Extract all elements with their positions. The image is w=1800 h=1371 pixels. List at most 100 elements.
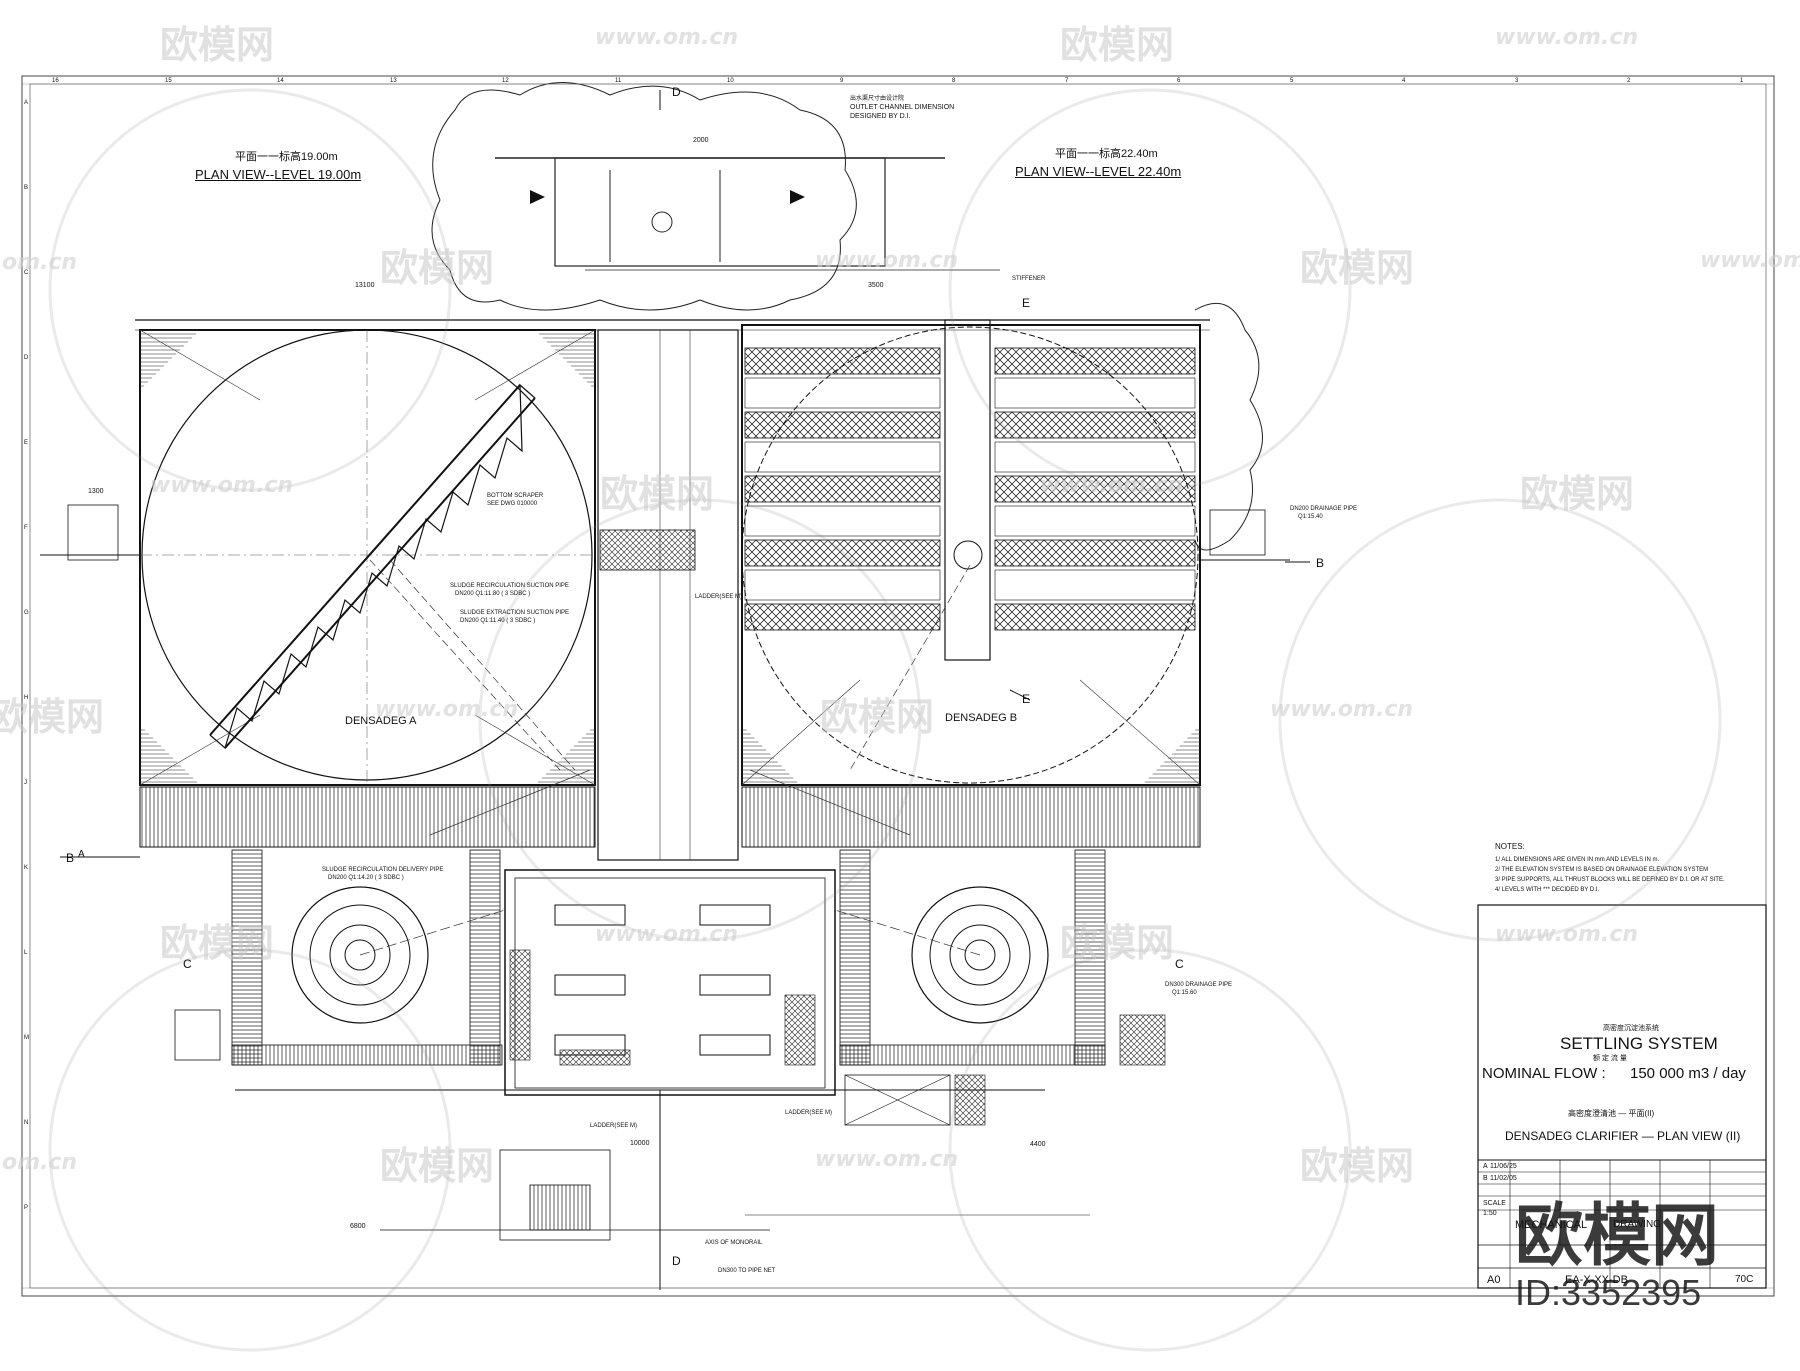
grid-ref: 15 <box>165 78 172 84</box>
discipline: MECHANICAL <box>1515 1219 1588 1231</box>
callout-sludge-del-2: DN200 Q1:14.20 ( 3 SDBC ) <box>328 875 404 881</box>
grid-ref: F <box>24 525 28 531</box>
grid-ref: 2 <box>1627 78 1631 84</box>
watermark-url: www.om.cn <box>595 922 739 947</box>
note-line: 1/ ALL DIMENSIONS ARE GIVEN IN mm AND LE… <box>1495 857 1660 863</box>
grid-ref: B <box>24 185 29 191</box>
watermark-url: www.om.cn <box>1495 25 1639 50</box>
dim-13100: 13100 <box>355 282 375 289</box>
watermark-url: www.om.cn <box>815 1147 959 1172</box>
grid-ref: C <box>24 270 29 276</box>
title-view: DENSADEG CLARIFIER — PLAN VIEW (II) <box>1505 1129 1741 1143</box>
dim-6800: 6800 <box>350 1223 366 1230</box>
central-channel <box>597 329 739 861</box>
grid-ref: G <box>24 610 29 616</box>
dim-10000: 10000 <box>630 1140 650 1147</box>
callout-bottom-scraper-2: SEE DWG 010000 <box>487 501 538 507</box>
outlet-callout-2: DESIGNED BY D.I. <box>850 113 911 120</box>
callout-drainage-1: DN300 DRAINAGE PIPE <box>1165 982 1233 988</box>
section-mark-b-left: B <box>66 851 75 865</box>
note-line: 3/ PIPE SUPPORTS, ALL THRUST BLOCKS WILL… <box>1495 877 1725 883</box>
callout-sludge-rec-2: DN200 Q1:11.80 ( 3 SDBC ) <box>455 591 531 597</box>
grid-ref: H <box>24 695 29 701</box>
right-view-title: PLAN VIEW--LEVEL 22.40m <box>1015 164 1182 179</box>
watermark-brand: 欧模网 <box>1300 1146 1415 1188</box>
tank-a <box>139 329 596 786</box>
watermark-url: www.om.cn <box>595 25 739 50</box>
grid-ref: A <box>24 100 29 106</box>
walkway-right <box>741 786 1201 848</box>
title-view-cn: 高密度澄清池 — 平面(II) <box>1568 1109 1655 1118</box>
rev-b: B <box>1483 1175 1488 1182</box>
bottom-scraper-truss <box>209 383 536 750</box>
callout-sludge-ext-1: SLUDGE EXTRACTION SUCTION PIPE <box>460 610 570 616</box>
scale-label: SCALE <box>1483 1200 1506 1207</box>
note-line: 4/ LEVELS WITH *** DECIDED BY D.I. <box>1495 887 1600 893</box>
dim-3500: 3500 <box>868 282 884 289</box>
outlet-callout-1: OUTLET CHANNEL DIMENSION <box>850 104 955 111</box>
note-line: 2/ THE ELEVATION SYSTEM IS BASED ON DRAI… <box>1495 867 1709 873</box>
flow-arrow-left <box>530 190 545 204</box>
watermark-id: ID:3352395 <box>1515 1272 1702 1313</box>
grid-ref: 3 <box>1515 78 1519 84</box>
grid-ref: N <box>24 1120 29 1126</box>
callout-pipe-net: DN300 TO PIPE NET <box>718 1268 776 1274</box>
section-mark-c-left: C <box>183 957 192 971</box>
tank-b <box>741 319 1201 786</box>
grid-ref: L <box>24 950 28 956</box>
grid-ref: 13 <box>390 78 397 84</box>
sheet-border-outer <box>21 75 1775 1297</box>
revision-cloud-right <box>1194 302 1263 551</box>
watermark-url: www.om.cn <box>375 697 519 722</box>
grid-ref: 12 <box>502 78 509 84</box>
title-system: SETTLING SYSTEM <box>1560 1034 1718 1053</box>
grid-ref: 5 <box>1290 78 1294 84</box>
watermark-url: om.cn <box>2 1150 78 1175</box>
watermark-url: www.om.cn <box>1040 473 1184 498</box>
callout-sludge-rec-1: SLUDGE RECIRCULATION SUCTION PIPE <box>450 583 569 589</box>
callout-stiffener: STIFFENER <box>1012 276 1046 282</box>
walkway-left <box>139 786 596 848</box>
watermark-brand: 欧模网 <box>600 474 715 516</box>
grid-ref: 4 <box>1402 78 1406 84</box>
section-mark-d-bottom: D <box>672 1254 681 1268</box>
watermark-brand: 欧模网 <box>380 1146 495 1188</box>
flow-arrow-right <box>790 190 805 204</box>
grid-ref: 9 <box>840 78 844 84</box>
callout-sludge-del-1: SLUDGE RECIRCULATION DELIVERY PIPE <box>322 867 444 873</box>
watermark-brand: 欧模网 <box>160 923 275 965</box>
pump-room <box>504 869 836 1096</box>
right-view-title-cn: 平面一一标高22.40m <box>1055 148 1158 160</box>
callout-bottom-scraper-1: BOTTOM SCRAPER <box>487 493 544 499</box>
revision-cloud-top <box>431 82 857 311</box>
title-flow-cn: 额 定 流 量 <box>1593 1055 1627 1062</box>
grid-ref: 10 <box>727 78 734 84</box>
drawing-number: EA-X-XX-DB <box>1565 1274 1628 1286</box>
pump-units <box>554 904 771 1056</box>
left-view-title-cn: 平面一一标高19.00m <box>235 151 338 163</box>
grid-ref: 11 <box>615 78 622 84</box>
watermark-url: www.om.cn <box>1700 248 1800 273</box>
grid-ref: 8 <box>952 78 956 84</box>
watermark-arcs <box>48 88 1722 1352</box>
grid-ref: 14 <box>277 78 284 84</box>
grid-ref: 1 <box>1740 78 1744 84</box>
drawing-label: DRAWING <box>1613 1219 1661 1230</box>
watermark-url: www.om.cn <box>150 473 294 498</box>
dim-1300: 1300 <box>88 488 104 495</box>
lamella-settlers <box>744 347 1196 631</box>
reactor-circle-right <box>911 886 1049 1024</box>
tank-b-label: DENSADEG B <box>945 712 1018 724</box>
title-flow-value: 150 000 m3 / day <box>1630 1065 1746 1082</box>
grid-ref: K <box>24 865 29 871</box>
title-block <box>1477 904 1767 1289</box>
rev-date-2: 11/02/05 <box>1490 1175 1517 1182</box>
section-mark-c-right: C <box>1175 957 1184 971</box>
watermark-brand: 欧模网 <box>1520 474 1635 516</box>
watermark-brand: 欧模网 <box>0 697 105 739</box>
callout-ladder-2: LADDER(SEE M) <box>785 1110 833 1116</box>
section-mark-b-right: B <box>1316 556 1325 570</box>
sheet-size: A0 <box>1487 1274 1501 1286</box>
rev-a: A <box>1483 1163 1488 1170</box>
